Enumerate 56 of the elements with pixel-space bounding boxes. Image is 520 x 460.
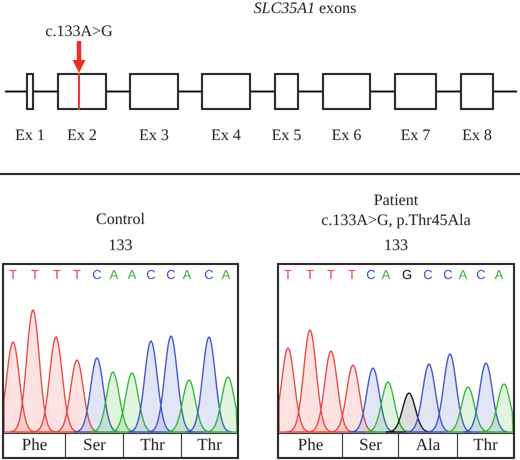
variant-heading: c.133A>G, p.Thr45Ala [321,212,471,230]
base-call: T [9,267,17,282]
position-label: 133 [384,237,408,255]
base-call: T [306,267,314,282]
gene-line [179,90,201,92]
base-call: C [423,267,433,282]
base-call: T [73,267,81,282]
base-call: A [382,267,390,282]
diagram-title: SLC35A1 exons [254,0,356,17]
gene-line [5,90,26,92]
amino-acid-cell: Thr [457,433,513,457]
base-call: A [458,267,468,282]
base-call: T [348,267,356,282]
mutation-marker [78,73,80,110]
base-call: C [443,267,453,282]
base-call: C [166,267,176,282]
amino-acid-cell: Thr [181,433,237,457]
exon-label: Ex 3 [139,127,169,145]
variant-label: c.133A>G [45,23,113,41]
amino-acid-cell: Ser [65,433,123,457]
gene-line [494,90,517,92]
base-call: A [110,267,118,282]
base-call: C [204,267,214,282]
base-call: C [92,267,102,282]
gene-line [437,90,460,92]
gene-line [299,90,322,92]
gene-line [371,90,394,92]
base-call: A [182,267,192,282]
exon-label: Ex 1 [15,127,45,145]
base-call: G [402,267,412,282]
gene-line [251,90,274,92]
base-call: A [494,267,504,282]
base-call: T [284,267,292,282]
base-call: A [222,267,230,282]
sample-heading: Control [96,211,145,229]
base-call: C [146,267,156,282]
base-call: T [53,267,61,282]
base-call: C [366,267,376,282]
exon-label: Ex 8 [462,127,492,145]
amino-acid-cell: Ala [398,433,457,457]
amino-acid-cell: Ser [342,433,398,457]
sample-heading: Patient [374,192,418,210]
exon-label: Ex 4 [211,127,241,145]
gene-line [34,90,57,92]
base-call: T [31,267,39,282]
exon-label: Ex 7 [400,127,430,145]
position-label: 133 [108,237,132,255]
base-call: A [128,267,136,282]
gene-line [107,90,129,92]
base-call: C [476,267,486,282]
exon-label: Ex 5 [272,127,302,145]
arrow [72,41,86,73]
exon-label: Ex 6 [332,127,362,145]
base-call: T [327,267,335,282]
amino-acid-cell: Thr [123,433,181,457]
exon-label: Ex 2 [67,127,97,145]
